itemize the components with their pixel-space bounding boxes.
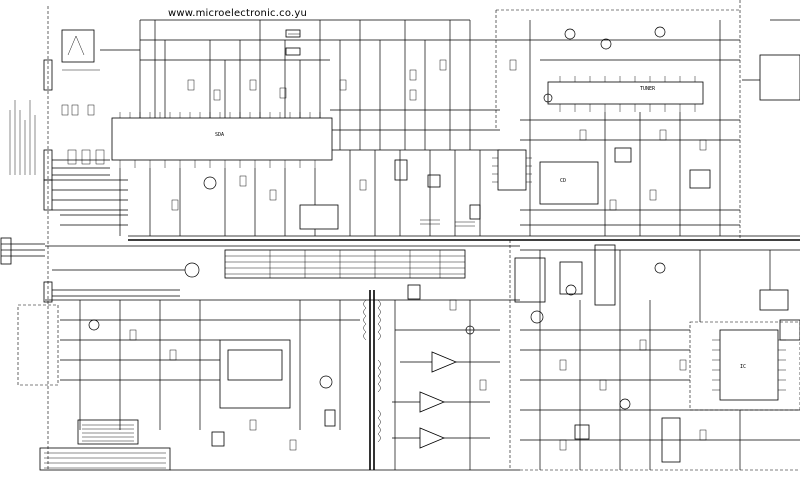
lower-right: IC	[514, 244, 800, 471]
power-section	[17, 290, 520, 471]
ic-tuner: TUNER	[547, 76, 704, 112]
mid-components	[349, 150, 481, 236]
ic-mid-label: IC	[740, 364, 746, 370]
right-top-wiring	[500, 19, 800, 236]
component-marks	[129, 59, 707, 451]
top-wiring	[100, 19, 500, 151]
left-wiring	[0, 29, 180, 303]
ic-left-label: SDA	[215, 132, 224, 138]
ic-left: SDA	[111, 112, 339, 236]
website-watermark: www.microelectronic.co.yu	[168, 8, 308, 19]
spec-table	[52, 249, 466, 279]
op-amps	[392, 284, 500, 470]
main-bus	[45, 0, 800, 470]
left-edge-connector	[0, 237, 45, 265]
ic-center-label: CD	[560, 178, 566, 184]
ic-center: CD	[492, 149, 599, 205]
ic-tuner-label: TUNER	[640, 86, 656, 92]
